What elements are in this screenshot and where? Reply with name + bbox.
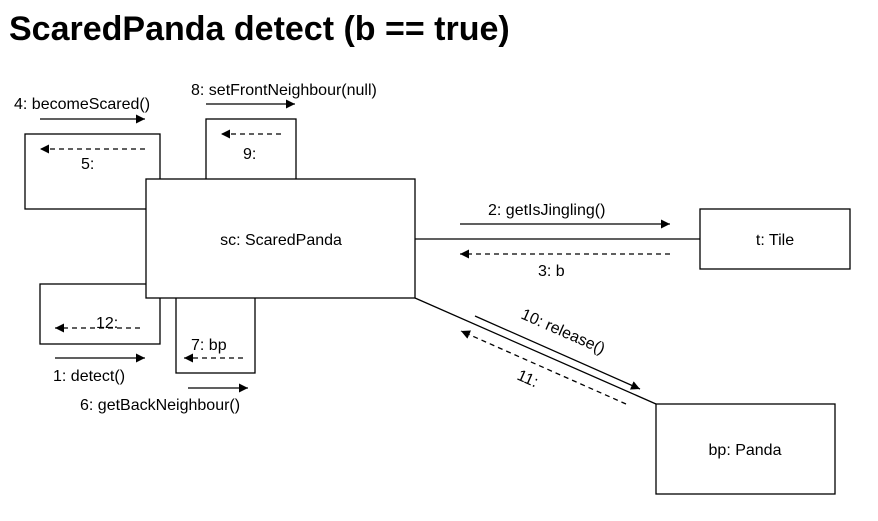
self-loop-left-bottom [39,283,161,345]
message-arrow-10 [474,315,641,390]
object-tile-label: t: Tile [756,232,794,249]
message-label-10: 10: release() [518,306,607,358]
message-label-3: 3: b [538,263,565,280]
message-label-12: 12: [96,315,118,332]
message-label-5: 5: [81,156,94,173]
link-scaredpanda-panda [414,297,657,405]
diagram-title: ScaredPanda detect (b == true) [9,10,510,48]
message-label-7: 7: bp [191,337,227,354]
object-scared-panda: sc: ScaredPanda [145,178,416,299]
object-panda-label: bp: Panda [709,442,782,459]
message-label-2: 2: getIsJingling() [488,202,605,219]
object-scared-panda-label: sc: ScaredPanda [220,232,342,249]
message-label-8: 8: setFrontNeighbour(null) [191,82,377,99]
message-label-1: 1: detect() [53,368,125,385]
message-label-11: 11: [514,367,540,391]
message-label-9: 9: [243,146,256,163]
object-tile: t: Tile [699,208,851,270]
message-label-4: 4: becomeScared() [14,96,150,113]
message-label-6: 6: getBackNeighbour() [80,397,240,414]
return-arrow-11 [460,330,627,405]
object-panda: bp: Panda [655,403,836,495]
